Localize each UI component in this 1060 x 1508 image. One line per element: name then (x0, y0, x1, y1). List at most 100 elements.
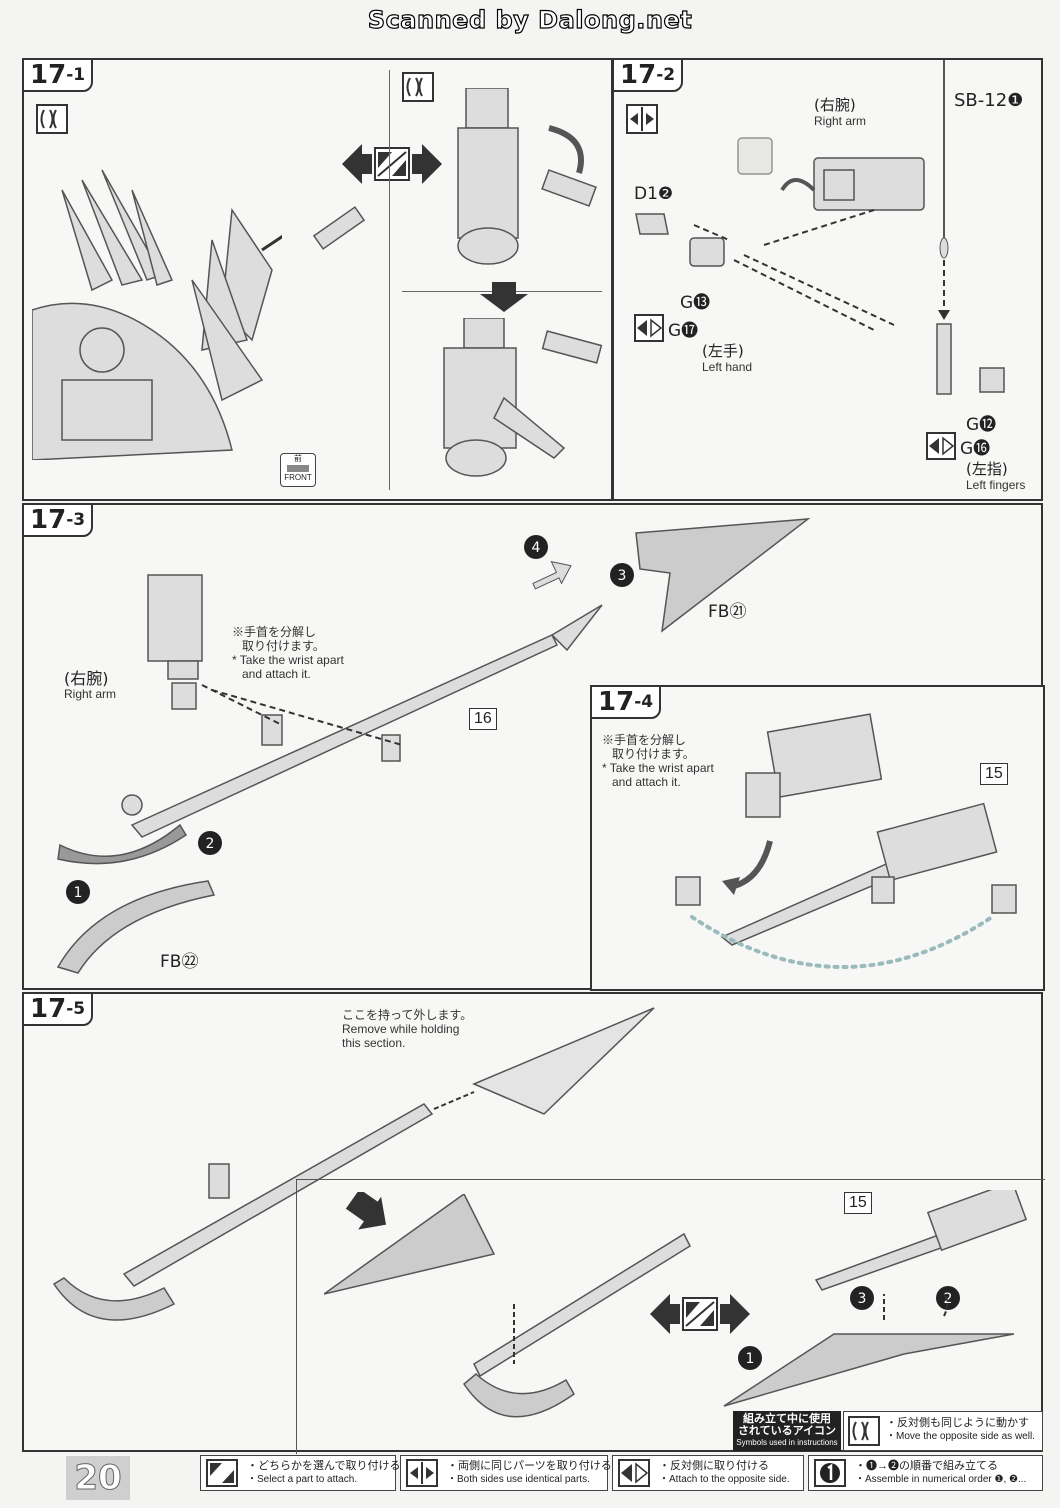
front-badge: 前 FRONT (280, 453, 316, 487)
both-sides-icon (406, 1459, 438, 1487)
fb21-blade-illustration (635, 518, 811, 633)
watermark: Scanned by Dalong.net (367, 5, 693, 34)
part-number-15: 15 (844, 1192, 872, 1214)
step-number: 17 (30, 505, 67, 535)
down-right-arrow-icon (346, 1192, 387, 1230)
blade-attach-illustration (723, 1294, 1015, 1407)
step-marker-3: 3 (850, 1286, 874, 1310)
svg-text:3: 3 (858, 1291, 867, 1307)
attach-opposite-icon (926, 432, 956, 460)
select-part-icon (342, 144, 442, 184)
legend-move-opposite: ・反対側も同じように動かす ・Move the opposite side as… (843, 1411, 1043, 1451)
remove-note: ここを持って外します。 Remove while holding this se… (342, 1008, 472, 1050)
symbols-title: 組み立て中に使用 されているアイコン Symbols used in instr… (733, 1411, 841, 1451)
panel-step-17-5: 17-5 ここを持って外します。 Remove while holding th… (22, 992, 1045, 1454)
note-en-line1: * Take the wrist apart (232, 653, 344, 667)
legend-text-en: ・Move the opposite side as well. (886, 1431, 1035, 1442)
part-number-16: 16 (469, 708, 497, 730)
divider-vertical (389, 70, 390, 490)
note-jp-line1: ※手首を分解し (602, 733, 687, 747)
gundam-wings-illustration (32, 169, 282, 460)
part-d1: D1❷ (634, 184, 674, 204)
step-label: 17-4 (590, 685, 662, 719)
right-arm-jp: (右腕) (64, 669, 109, 688)
up-right-arrow-icon (532, 560, 572, 590)
step-number: 17 (598, 687, 635, 717)
symbols-title-jp-2: されているアイコン (737, 1425, 837, 1437)
legend-text-jp: ・両側に同じパーツを取り付ける (447, 1460, 612, 1472)
step-number: 17 (30, 994, 67, 1024)
move-opposite-icon (36, 104, 68, 134)
left-fingers-jp: (左指) (966, 460, 1008, 478)
svg-text:3: 3 (618, 568, 627, 584)
svg-text:1: 1 (74, 885, 83, 901)
note-jp-line2: 取り付けます。 (612, 747, 695, 761)
step-label: 17-5 (22, 992, 94, 1026)
step-sub: 3 (73, 510, 86, 530)
select-part-icon (206, 1459, 238, 1487)
part-peg-illustration (312, 206, 366, 250)
polearm-disassembly-illustration (52, 1007, 655, 1321)
svg-text:1: 1 (746, 1351, 755, 1367)
rifle-illustration (814, 1190, 1028, 1291)
arm-illustration (147, 574, 203, 710)
part-fb22: FB㉒ (160, 952, 199, 972)
part-g13: G⓭ (680, 293, 711, 313)
legend-attach-opposite: ・反対側に取り付ける ・Attach to the opposite side. (612, 1455, 804, 1491)
legend-text-jp: ・どちらかを選んで取り付ける (247, 1460, 401, 1472)
left-fingers-en: Left fingers (966, 478, 1026, 492)
hand-part-right-illustration (991, 884, 1017, 914)
attach-opposite-icon (618, 1459, 650, 1487)
step-marker-4: 4 (524, 535, 548, 559)
step-sub: 1 (73, 65, 86, 85)
panel-step-17-1: 17-1 前 FRONT (22, 58, 613, 501)
arm-wrist-illustration (737, 137, 925, 211)
select-part-icon (650, 1294, 750, 1334)
step-sub: 2 (663, 65, 676, 85)
step-marker-1: 1 (738, 1346, 762, 1370)
right-arm-jp: (右腕) (814, 96, 856, 114)
note-jp-line2: 取り付けます。 (242, 639, 325, 653)
panel-step-17-2: 17-2 (右腕) Right arm SB-12❶ D1❷ G⓭ G⓱ (左手… (612, 58, 1043, 501)
right-arm-en: Right arm (64, 687, 117, 701)
attach-opposite-icon (634, 314, 664, 342)
legend-text-en: ・Select a part to attach. (247, 1474, 358, 1485)
note-en-line2: and attach it. (242, 667, 311, 681)
hand-part-left-illustration (675, 876, 701, 906)
legend-text-en: ・Assemble in numerical order ❶, ❷... (855, 1474, 1027, 1485)
step-sub: 4 (641, 692, 654, 712)
part-g12-illustration (979, 367, 1005, 393)
step-marker-1: 1 (66, 880, 90, 904)
legend-text-jp: ・❶→❷の順番で組み立てる (855, 1460, 998, 1472)
note-jp-line1: ※手首を分解し (232, 625, 317, 639)
right-arm-en: Right arm (814, 114, 867, 128)
note-en-line1: * Take the wrist apart (602, 761, 714, 775)
part-sb12: SB-12❶ (954, 90, 1024, 111)
part-g16: G⓰ (960, 439, 991, 459)
step-marker-2: 2 (936, 1286, 960, 1310)
part-g12: G⓬ (966, 415, 997, 435)
swap-dotted-arc (690, 915, 994, 969)
wrist-note: ※手首を分解し 取り付けます。 * Take the wrist apart a… (602, 733, 714, 789)
polearm-blade-attach-illustration (324, 1194, 691, 1418)
part-g17: G⓱ (668, 321, 699, 341)
part-g13-illustration (689, 237, 725, 267)
legend-both-sides: ・両側に同じパーツを取り付ける ・Both sides use identica… (400, 1455, 612, 1491)
left-hand-jp: (左手) (702, 342, 744, 360)
front-kanji: 前 (294, 454, 302, 463)
fb22-blade-illustration (56, 880, 216, 974)
step-label: 17-1 (22, 58, 94, 92)
panel-step-17-3: 17-3 (右腕) Right arm ※手首を分解し 取り付けます。 * Ta… (22, 503, 1045, 991)
step-number: 17 (620, 60, 657, 90)
step-marker-3: 3 (610, 563, 634, 587)
part-number-15: 15 (980, 763, 1008, 785)
inner-frame (296, 1179, 1045, 1454)
rifle-illustration (720, 802, 998, 946)
step-number: 17 (30, 60, 67, 90)
numbered-step-icon (814, 1459, 846, 1487)
part-fb21: FB㉑ (708, 602, 747, 622)
step-label: 17-3 (22, 503, 94, 537)
arm-illustration (745, 713, 882, 818)
wrist-note: ※手首を分解し 取り付けます。 * Take the wrist apart a… (232, 625, 344, 681)
note-en-line1: Remove while holding (342, 1022, 460, 1036)
